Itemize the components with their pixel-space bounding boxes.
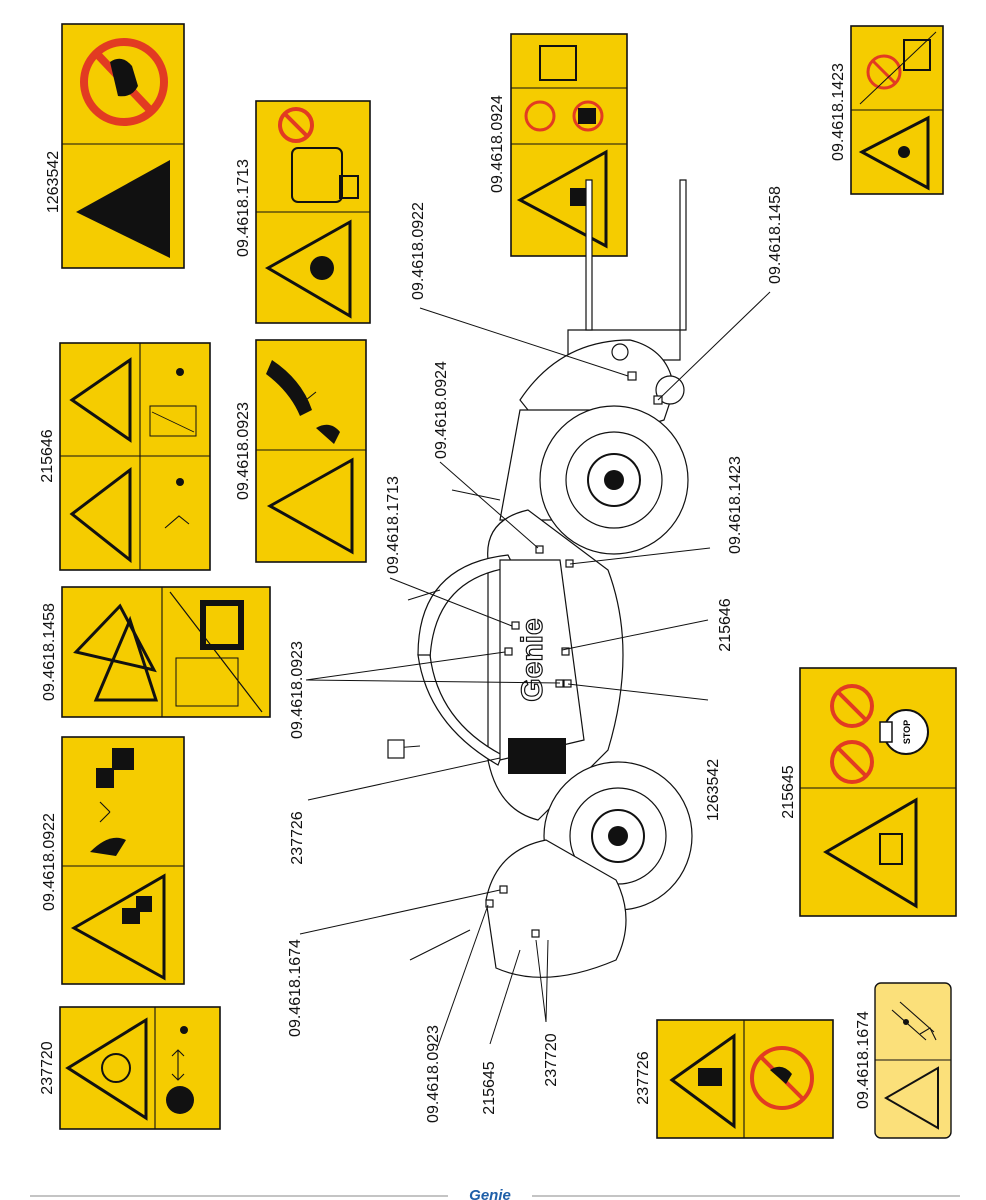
decal-label-09.4618.1423: 09.4618.1423 (830, 63, 847, 161)
decal-09.4618.0924 (510, 33, 628, 257)
decal-237726 (656, 1019, 834, 1139)
decal-215646 (59, 342, 211, 571)
decal-1263542 (61, 23, 185, 269)
callout-09.4618.1674: 09.4618.1674 (287, 939, 304, 1037)
footer: Genie (30, 1187, 960, 1200)
decal-09.4618.1423 (850, 25, 944, 195)
callout-09.4618.0924: 09.4618.0924 (433, 361, 450, 459)
callout-215646: 215646 (717, 598, 734, 651)
telehandler-outline: Genie (387, 179, 693, 978)
decal-09.4618.1674 (874, 982, 952, 1139)
decal-09.4618.1458 (61, 586, 271, 718)
footer-brand-logo: Genie (469, 1187, 511, 1200)
callout-237720: 237720 (543, 1033, 560, 1086)
decal-label-215646: 215646 (39, 429, 56, 482)
decal-label-237720: 237720 (39, 1041, 56, 1094)
decal-label-215645: 215645 (780, 765, 797, 818)
decal-label-1263542: 1263542 (45, 151, 62, 213)
machine-brand-logo: Genie (516, 618, 549, 701)
callout-09.4618.1458: 09.4618.1458 (767, 186, 784, 284)
decal-label-09.4618.0923: 09.4618.0923 (235, 402, 252, 500)
leader-lines (299, 291, 771, 1047)
callout-09.4618.0922: 09.4618.0922 (410, 202, 427, 300)
callout-09.4618.1713: 09.4618.1713 (385, 476, 402, 574)
callout-labels: 09.4618.0922 09.4618.1458 09.4618.0924 0… (287, 186, 784, 1123)
callout-09.4618.1423: 09.4618.1423 (727, 456, 744, 554)
callout-215645: 215645 (481, 1061, 498, 1114)
decal-label-237726: 237726 (635, 1051, 652, 1104)
decal-215645: STOP (799, 667, 957, 917)
decal-label-09.4618.0922: 09.4618.0922 (41, 813, 58, 911)
decal-09.4618.0922 (61, 736, 185, 985)
stop-text: STOP (902, 720, 912, 744)
callout-237726: 237726 (289, 811, 306, 864)
decal-237720 (59, 1006, 221, 1130)
callout-09.4618.0923: 09.4618.0923 (289, 641, 306, 739)
decal-09.4618.0923 (255, 339, 367, 563)
decal-label-09.4618.1713: 09.4618.1713 (235, 159, 252, 257)
decal-09.4618.1713 (255, 100, 371, 324)
decal-label-09.4618.1674: 09.4618.1674 (855, 1011, 872, 1109)
decal-label-09.4618.0924: 09.4618.0924 (489, 95, 506, 193)
callout-09.4618.0923-rear: 09.4618.0923 (425, 1025, 442, 1123)
callout-1263542: 1263542 (705, 759, 722, 821)
decal-label-09.4618.1458: 09.4618.1458 (41, 603, 58, 701)
